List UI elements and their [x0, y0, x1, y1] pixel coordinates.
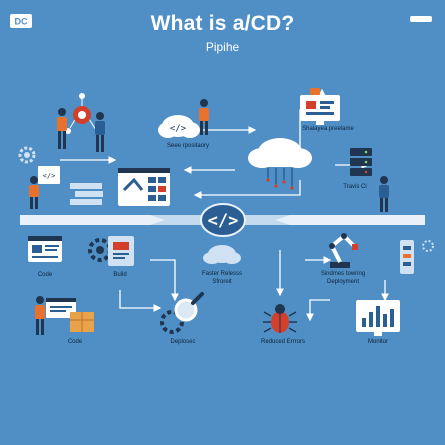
svg-text:</>: </> — [43, 172, 56, 180]
magnifier-icon — [160, 292, 204, 334]
code-top-label: Code — [37, 272, 53, 278]
code-bottom-label: Code — [67, 339, 83, 345]
menu-icon[interactable] — [410, 16, 432, 22]
server-icon — [350, 148, 389, 212]
deployment-line2: Deployment — [326, 278, 359, 285]
faster-release-cloud-icon — [203, 245, 241, 264]
gear-icon — [18, 146, 36, 164]
monitor-label: Monitor — [367, 339, 388, 345]
robot-arm-icon — [329, 233, 358, 268]
faster-release-line2: Sfroreit — [212, 278, 232, 285]
code-blocks-strip — [70, 183, 103, 205]
operator-illustration — [400, 240, 434, 274]
deployese-label: Deplosec — [170, 339, 196, 345]
chart-monitor-icon — [356, 300, 400, 336]
source-repo-cloud-icon: </> — [158, 99, 209, 138]
build-gear-icon — [88, 236, 134, 266]
bug-icon — [263, 304, 297, 333]
svg-text:</>: </> — [170, 124, 187, 134]
faster-release-label: Faster Relesss Sfroreit — [180, 271, 264, 287]
faster-release-line1: Faster Relesss — [201, 271, 242, 277]
logo-icon: DC — [10, 14, 32, 28]
code-brackets-icon: </> — [200, 203, 246, 237]
page-subtitle: Pipihe — [205, 40, 240, 54]
reduced-errors-label: Reduced Errrors — [260, 339, 305, 345]
shared-resource-label: Shalayea preelame — [302, 126, 354, 132]
source-repository-label: Seee rpositaory — [166, 143, 210, 149]
svg-text:</>: </> — [208, 211, 239, 231]
deployment-label: Sindmes towring Deployment — [300, 271, 386, 287]
box-icon — [35, 296, 94, 335]
build-label: Build — [113, 272, 127, 278]
shared-resource-monitor-icon — [300, 88, 340, 125]
travis-label: Travis Cl — [343, 184, 367, 190]
code-window-icon — [28, 236, 62, 262]
page-title: What is a/CD? — [150, 12, 295, 35]
deployment-line1: Sindmes towring — [320, 271, 366, 277]
developer-code-screen-illustration: </> — [29, 166, 60, 209]
cloud-icon — [248, 138, 312, 190]
dashboard-panel — [118, 168, 170, 206]
team-network-illustration — [57, 93, 105, 152]
svg-text:DC: DC — [15, 17, 28, 27]
